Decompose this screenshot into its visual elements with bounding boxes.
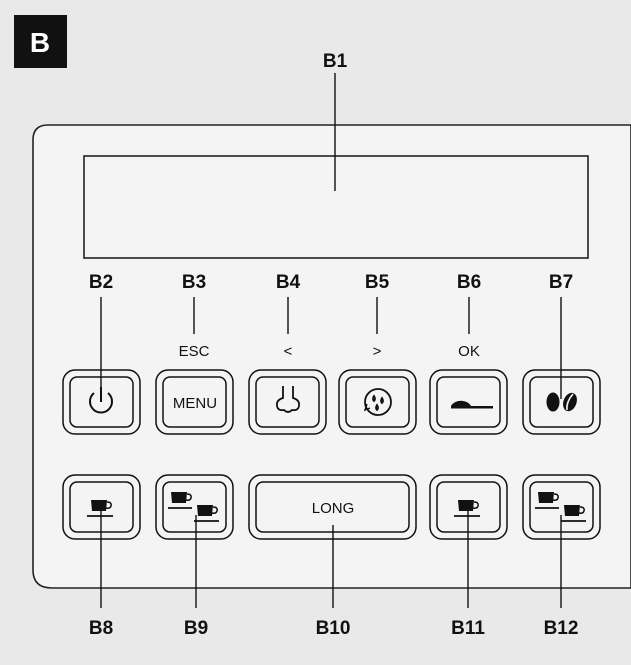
label-b9: B9 — [184, 618, 208, 639]
label-b7: B7 — [549, 272, 573, 293]
label-b8: B8 — [89, 618, 113, 639]
bottom-labels: B8 B9 B10 B11 B12 — [89, 618, 579, 639]
steam-icon — [275, 386, 301, 413]
display-screen — [83, 155, 589, 259]
label-b3: B3 — [182, 272, 206, 293]
label-b2: B2 — [89, 272, 113, 293]
menu-button[interactable] — [155, 369, 234, 435]
top-leaders — [100, 297, 562, 399]
section-badge — [14, 15, 67, 68]
sub-lt: < — [284, 343, 293, 360]
power-icon — [89, 387, 113, 414]
rinse-icon — [363, 388, 392, 416]
sub-esc: ESC — [179, 343, 210, 360]
single-cup-button-2[interactable] — [429, 474, 508, 540]
sub-ok: OK — [458, 343, 480, 360]
cup-icon — [454, 500, 480, 517]
two-cups-icon — [535, 492, 586, 522]
top-labels: B2 B3 B4 B5 B6 B7 ESC < > OK — [89, 272, 573, 360]
rinse-button[interactable] — [338, 369, 417, 435]
coffee-beans-icon — [546, 392, 577, 412]
steam-button[interactable] — [248, 369, 327, 435]
sub-gt: > — [373, 343, 382, 360]
power-button[interactable] — [62, 369, 141, 435]
section-badge-text: B — [30, 27, 50, 58]
menu-button-label: MENU — [173, 395, 217, 412]
label-b12: B12 — [544, 618, 579, 639]
spoon-icon — [451, 400, 493, 409]
two-cups-button[interactable] — [155, 474, 234, 540]
cup-icon — [87, 500, 113, 517]
label-b6: B6 — [457, 272, 481, 293]
label-b4: B4 — [276, 272, 301, 293]
label-b11: B11 — [451, 618, 485, 639]
label-b10: B10 — [316, 618, 351, 639]
two-cups-icon — [168, 492, 219, 522]
coffee-beans-button[interactable] — [522, 369, 601, 435]
bottom-leaders — [100, 510, 562, 608]
long-button-label: LONG — [312, 500, 355, 517]
spoon-button[interactable] — [429, 369, 508, 435]
top-button-row — [62, 369, 601, 435]
display-label: B1 — [323, 51, 348, 72]
label-b5: B5 — [365, 272, 390, 293]
